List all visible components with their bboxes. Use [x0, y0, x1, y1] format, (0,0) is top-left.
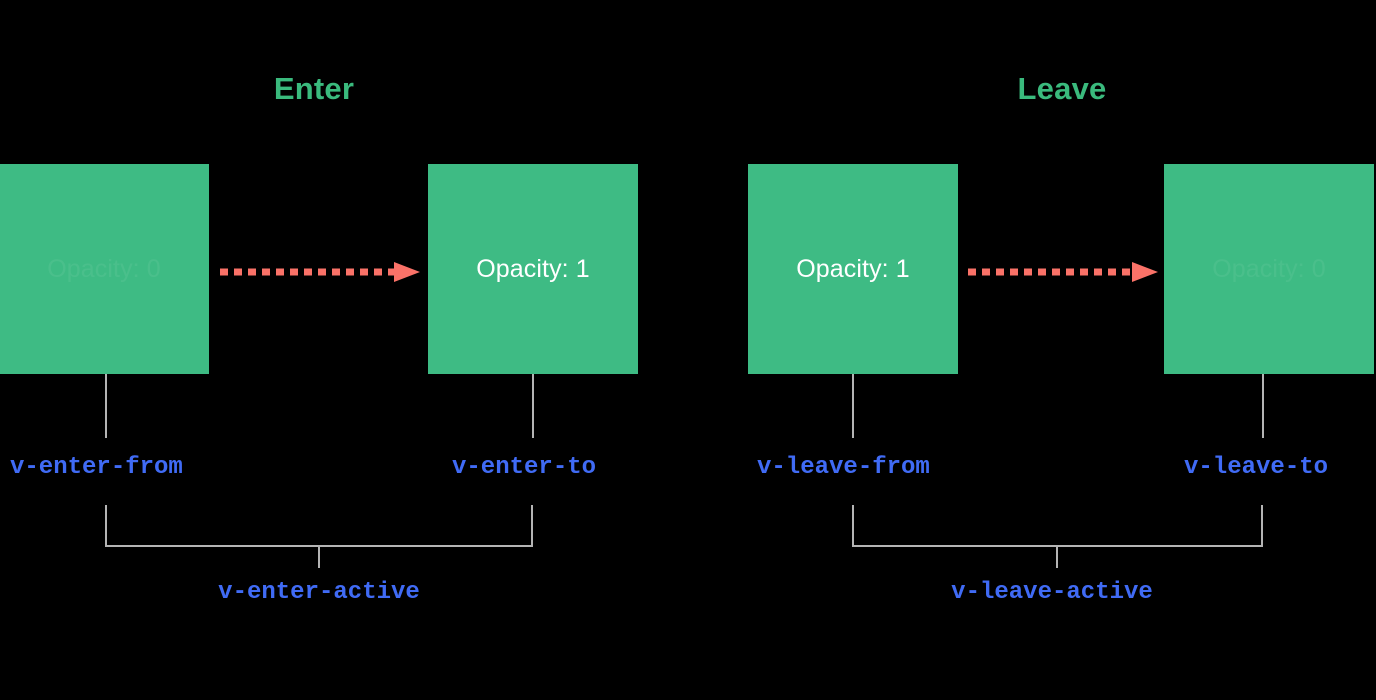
state-box-leave-from: Opacity: 1	[748, 164, 958, 374]
dashed-arrow-right-icon-enter	[220, 262, 420, 282]
class-label-leave-to: v-leave-to	[1184, 454, 1329, 481]
state-box-leave-to: Opacity: 0	[1164, 164, 1374, 374]
state-box-label-enter-to: Opacity: 1	[476, 254, 590, 283]
state-box-label-enter-from: Opacity: 0	[47, 254, 161, 283]
state-box-enter-from: Opacity: 0	[0, 164, 209, 374]
bracket-enter-active	[105, 505, 533, 547]
connector-stem-leave-active	[1056, 546, 1058, 568]
state-box-label-leave-to: Opacity: 0	[1212, 254, 1326, 283]
state-box-label-leave-from: Opacity: 1	[796, 254, 910, 283]
state-box-enter-to: Opacity: 1	[428, 164, 638, 374]
connector-stem-enter-active	[318, 546, 320, 568]
connector-stem-leave-from	[852, 374, 854, 438]
connector-stem-enter-to	[532, 374, 534, 438]
class-label-enter-from: v-enter-from	[10, 454, 183, 481]
connector-stem-leave-to	[1262, 374, 1264, 438]
class-label-enter-active: v-enter-active	[218, 579, 420, 606]
bracket-leave-active	[852, 505, 1263, 547]
dashed-arrow-right-icon-leave	[968, 262, 1158, 282]
class-label-leave-active: v-leave-active	[951, 579, 1153, 606]
section-title-enter: Enter	[273, 71, 355, 106]
class-label-enter-to: v-enter-to	[452, 454, 597, 481]
section-title-leave: Leave	[1017, 71, 1107, 106]
class-label-leave-from: v-leave-from	[757, 454, 930, 481]
connector-stem-enter-from	[105, 374, 107, 438]
